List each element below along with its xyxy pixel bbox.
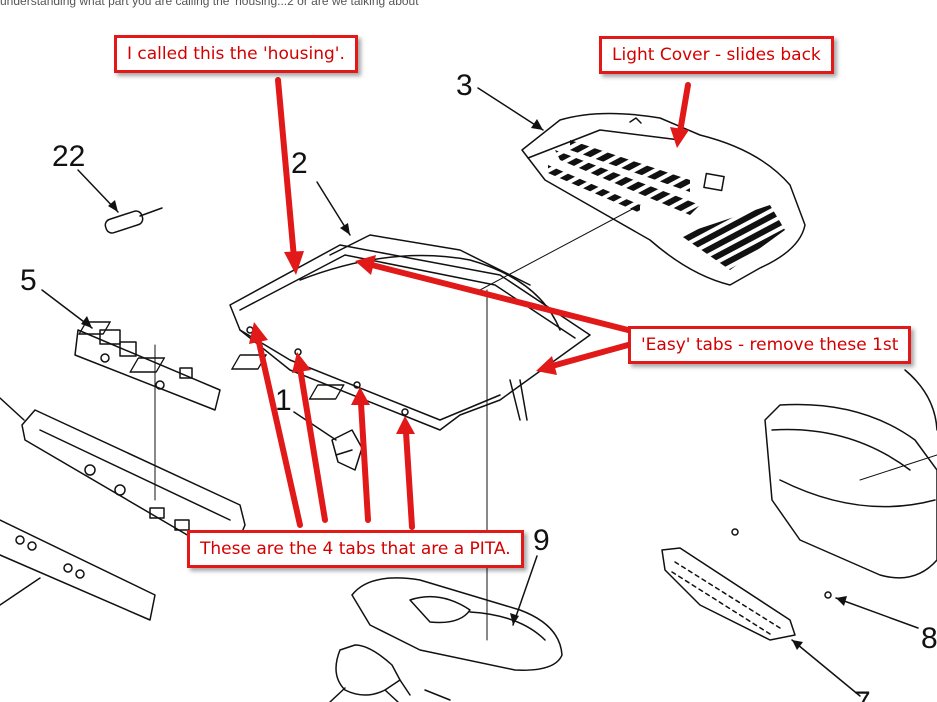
callout-light-cover: Light Cover - slides back [599,36,834,75]
part-number-9: 9 [533,524,550,557]
leader-line [835,597,919,629]
grille-part [661,547,796,641]
part-number-8: 8 [921,622,937,655]
screw-part [731,528,739,536]
housing-part [78,234,591,431]
leader-line [329,687,346,702]
part-22-connector [104,207,163,234]
annotation-arrows [255,77,691,530]
part-number-5: 5 [20,264,37,297]
part-5-circuit-board [74,329,221,411]
part-number-7: 7 [854,686,871,702]
console-bezel-part [21,409,246,561]
part-1-switch [331,429,363,471]
annotation-arrowheads [249,127,689,434]
part-number-3: 3 [456,69,473,102]
callout-easy-tabs: 'Easy' tabs - remove these 1st [628,326,912,365]
leader-line [512,555,538,626]
leader-line [477,87,544,131]
part-9-lens [351,577,563,671]
leader-line [0,577,41,606]
screw-part [824,591,832,599]
part-number-2: 2 [291,147,308,180]
light-cover-part [521,112,806,286]
leader-arrowheads [81,119,847,650]
leader-line [293,411,337,441]
callout-housing: I called this the 'housing'. [114,35,358,74]
control-panel-part [0,519,156,621]
cropped-header-text: understanding what part you are calling … [0,0,419,8]
part-number-1: 1 [275,384,292,417]
leader-line [791,639,861,697]
callout-pita-tabs: These are the 4 tabs that are a PITA. [187,530,524,569]
part-number-22: 22 [52,140,85,173]
leader-line [0,397,25,421]
right-cover-part [764,369,937,579]
light-bulb-part [335,644,451,702]
